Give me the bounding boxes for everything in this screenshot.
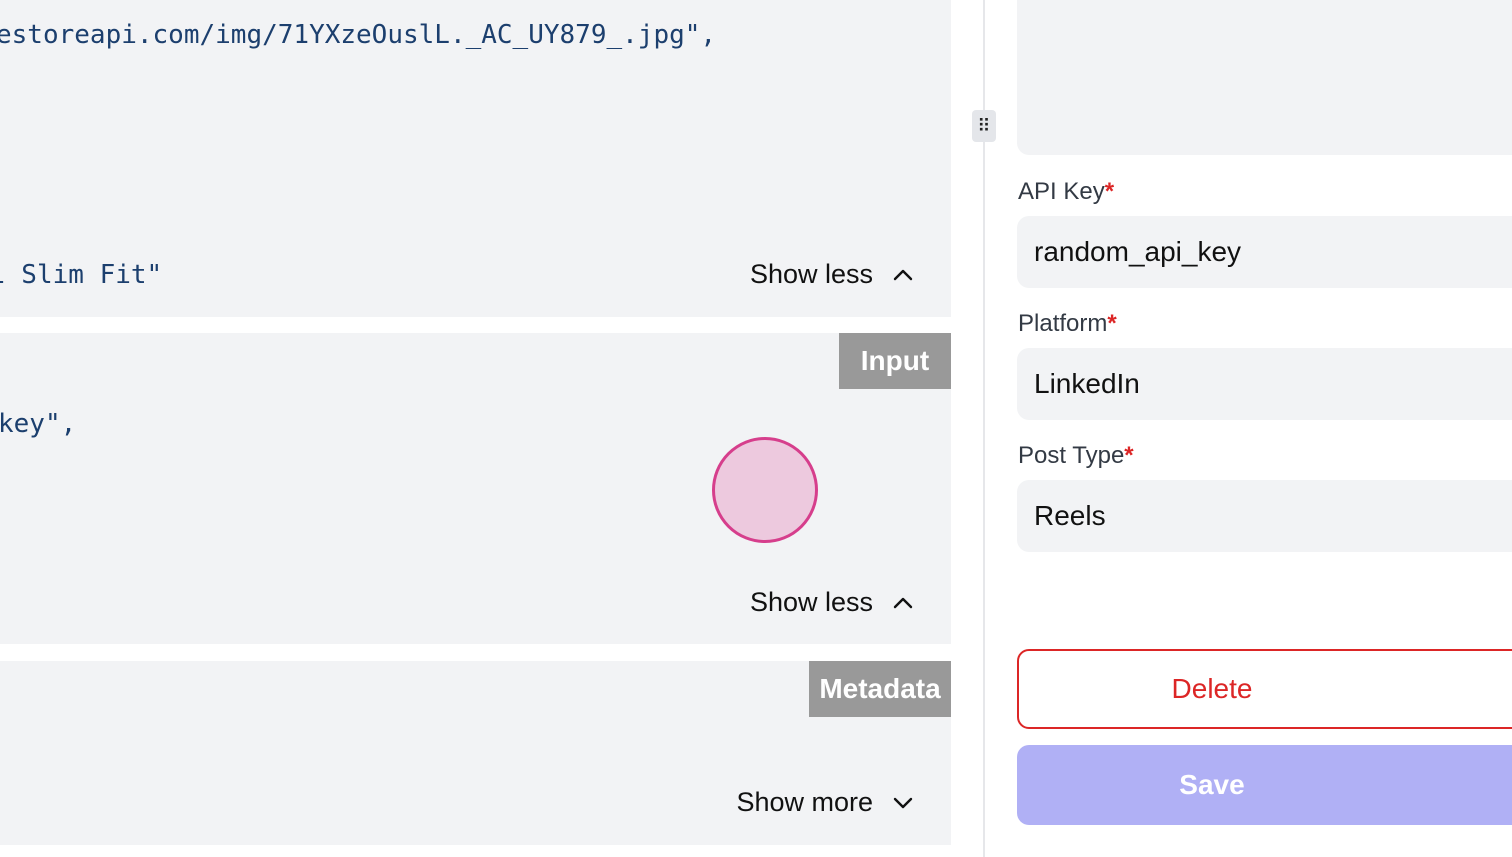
drag-handle-icon[interactable]: ⠿: [972, 110, 996, 142]
post-type-label: Post Type*: [1018, 442, 1134, 470]
show-less-toggle[interactable]: Show less: [750, 259, 915, 290]
delete-button[interactable]: Delete: [1017, 649, 1512, 729]
cursor-indicator: [712, 437, 818, 543]
code-line: estoreapi.com/img/71YXzeOuslL._AC_UY879_…: [0, 20, 717, 50]
right-pane: API Key* random_api_key Platform* Linked…: [1000, 0, 1512, 857]
platform-label: Platform*: [1018, 310, 1117, 338]
output-card: estoreapi.com/img/71YXzeOuslL._AC_UY879_…: [0, 0, 951, 317]
toggle-label: Show less: [749, 587, 873, 617]
text-area[interactable]: [1017, 0, 1512, 155]
metadata-tag: Metadata: [809, 661, 951, 717]
platform-input[interactable]: LinkedIn: [1017, 348, 1512, 420]
delete-label: Delete: [1171, 673, 1253, 704]
required-mark: *: [1124, 442, 1134, 469]
left-pane: estoreapi.com/img/71YXzeOuslL._AC_UY879_…: [0, 0, 951, 845]
api-key-input[interactable]: random_api_key: [1017, 216, 1512, 288]
api-key-value: random_api_key: [1034, 236, 1242, 267]
panel-divider: [983, 0, 985, 857]
platform-value: LinkedIn: [1034, 368, 1140, 399]
chevron-up-icon: [893, 269, 913, 280]
toggle-label: Show less: [749, 259, 873, 289]
metadata-card: Metadata Show more: [0, 661, 951, 845]
save-button[interactable]: Save: [1017, 745, 1512, 825]
api-key-label: API Key*: [1018, 178, 1114, 206]
required-mark: *: [1104, 178, 1115, 205]
chevron-down-icon: [893, 797, 913, 808]
post-type-label-text: Post Type: [1018, 442, 1125, 469]
save-label: Save: [1179, 769, 1245, 800]
code-line: key",: [0, 409, 77, 439]
code-line: l Slim Fit": [0, 260, 163, 290]
toggle-label: Show more: [736, 787, 873, 817]
post-type-input[interactable]: Reels: [1017, 480, 1512, 552]
platform-label-text: Platform: [1018, 310, 1108, 337]
show-more-toggle[interactable]: Show more: [736, 787, 915, 818]
post-type-value: Reels: [1034, 500, 1106, 531]
input-tag: Input: [839, 333, 951, 389]
show-less-toggle[interactable]: Show less: [750, 587, 915, 618]
chevron-up-icon: [893, 597, 913, 608]
required-mark: *: [1107, 310, 1117, 337]
api-key-label-text: API Key: [1018, 178, 1105, 205]
